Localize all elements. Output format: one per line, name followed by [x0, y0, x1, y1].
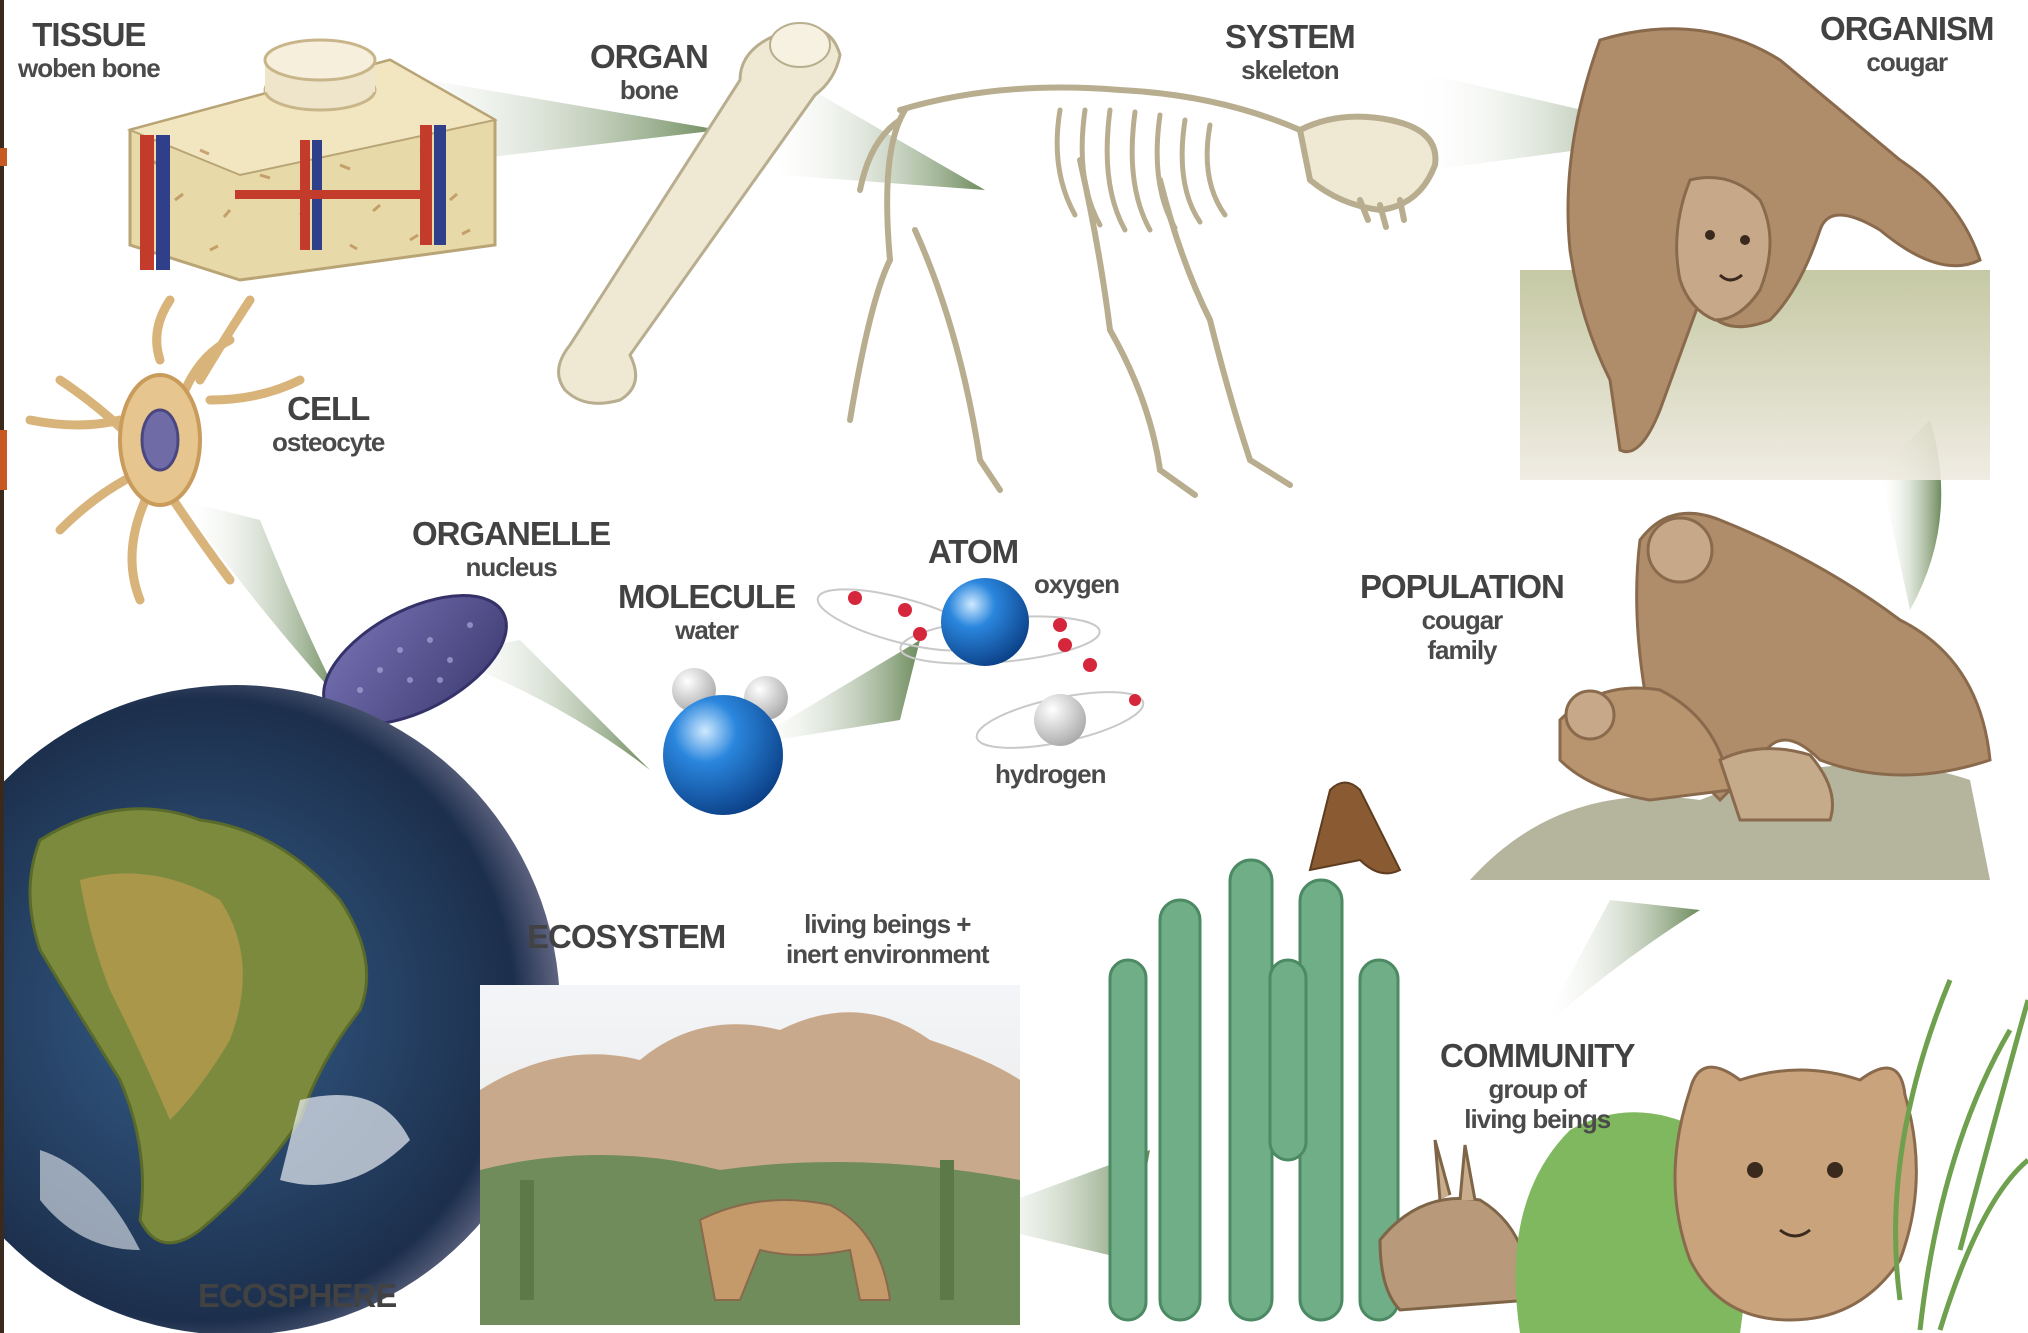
label-organism: ORGANISM cougar [1820, 10, 1994, 78]
label-ecosphere: ECOSPHERE [198, 1277, 396, 1315]
label-atom-oxygen-text: oxygen [1034, 570, 1119, 600]
label-atom: ATOM [928, 533, 1018, 571]
label-molecule-title: MOLECULE [618, 578, 795, 616]
label-organism-title: ORGANISM [1820, 10, 1994, 48]
label-organism-sub: cougar [1820, 48, 1994, 78]
label-community-title: COMMUNITY [1440, 1037, 1634, 1075]
label-tissue: TISSUE woben bone [18, 16, 160, 84]
label-tissue-sub: woben bone [18, 54, 160, 84]
label-population: POPULATION cougar family [1360, 568, 1564, 666]
label-organelle: ORGANELLE nucleus [412, 515, 610, 583]
label-atom-title: ATOM [928, 533, 1018, 571]
label-ecosphere-title: ECOSPHERE [198, 1277, 396, 1315]
label-population-sub2: family [1360, 636, 1564, 666]
label-organ-title: ORGAN [590, 38, 708, 76]
label-ecosystem-desc: living beings + inert environment [786, 910, 989, 970]
label-molecule-sub: water [618, 616, 795, 646]
label-ecosystem-sub1: living beings + [786, 910, 989, 940]
label-cell-title: CELL [272, 390, 384, 428]
label-community-sub2: living beings [1440, 1105, 1634, 1135]
label-tissue-title: TISSUE [18, 16, 160, 54]
label-system-sub: skeleton [1225, 56, 1355, 86]
ecosphere-earth-illustration [0, 685, 560, 1333]
label-system: SYSTEM skeleton [1225, 18, 1355, 86]
arrow-organelle-cell [180, 500, 340, 700]
label-molecule: MOLECULE water [618, 578, 795, 646]
label-organ-sub: bone [590, 76, 708, 106]
label-atom-hydrogen-text: hydrogen [995, 760, 1105, 790]
left-edge-marker-mid [0, 430, 7, 490]
label-organelle-sub: nucleus [412, 553, 610, 583]
label-organelle-title: ORGANELLE [412, 515, 610, 553]
label-community: COMMUNITY group of living beings [1440, 1037, 1634, 1135]
label-atom-oxygen: oxygen [1034, 570, 1119, 600]
label-ecosystem-title: ECOSYSTEM [527, 918, 725, 956]
label-system-title: SYSTEM [1225, 18, 1355, 56]
tissue-illustration [130, 40, 495, 280]
left-edge-bar [0, 0, 4, 1333]
label-ecosystem: ECOSYSTEM [527, 918, 725, 956]
left-edge-marker-top [0, 148, 7, 166]
arrow-population-community [1540, 900, 1700, 1030]
ecosystem-landscape-illustration [480, 985, 1020, 1325]
molecule-water-illustration [663, 668, 788, 815]
atom-hydrogen-illustration [972, 681, 1147, 759]
label-cell: CELL osteocyte [272, 390, 384, 458]
skeleton-illustration [850, 88, 1435, 496]
label-population-title: POPULATION [1360, 568, 1564, 606]
label-ecosystem-sub2: inert environment [786, 940, 989, 970]
label-organ: ORGAN bone [590, 38, 708, 106]
label-population-sub1: cougar [1360, 606, 1564, 636]
label-community-sub1: group of [1440, 1075, 1634, 1105]
label-atom-hydrogen: hydrogen [995, 760, 1105, 790]
label-cell-sub: osteocyte [272, 428, 384, 458]
organism-cougar-illustration [1520, 29, 1990, 480]
